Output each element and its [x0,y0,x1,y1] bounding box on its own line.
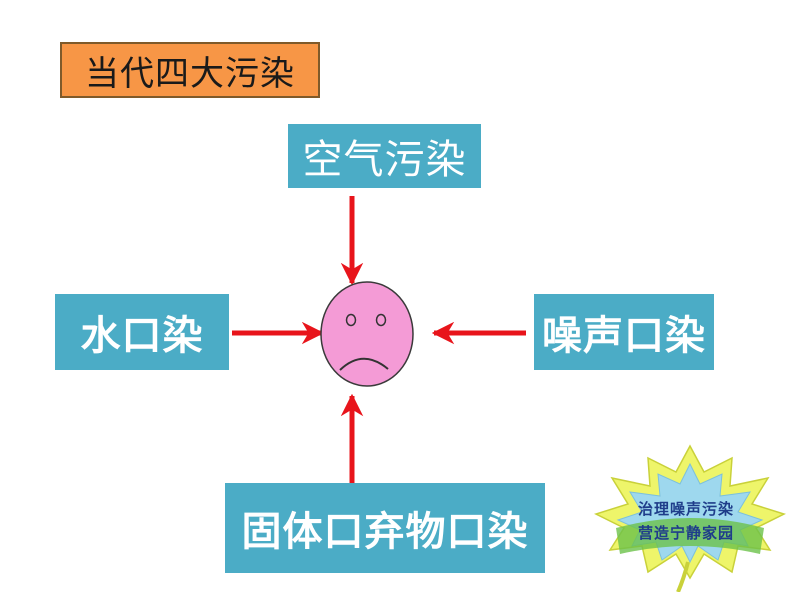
air-pollution-box: 空气污染 [288,124,481,188]
water-pollution-box: 水口染 [55,294,229,370]
solid-waste-pollution-box: 固体口弃物口染 [225,483,545,573]
logo-slogan-line1: 治理噪声污染 [637,500,734,518]
logo-slogan-line2: 营造宁静家园 [637,524,734,542]
leaf-logo-icon [594,444,786,592]
diagram-title: 当代四大污染 [60,42,320,98]
sad-face-icon [320,281,414,387]
noise-pollution-box: 噪声口染 [534,294,714,370]
